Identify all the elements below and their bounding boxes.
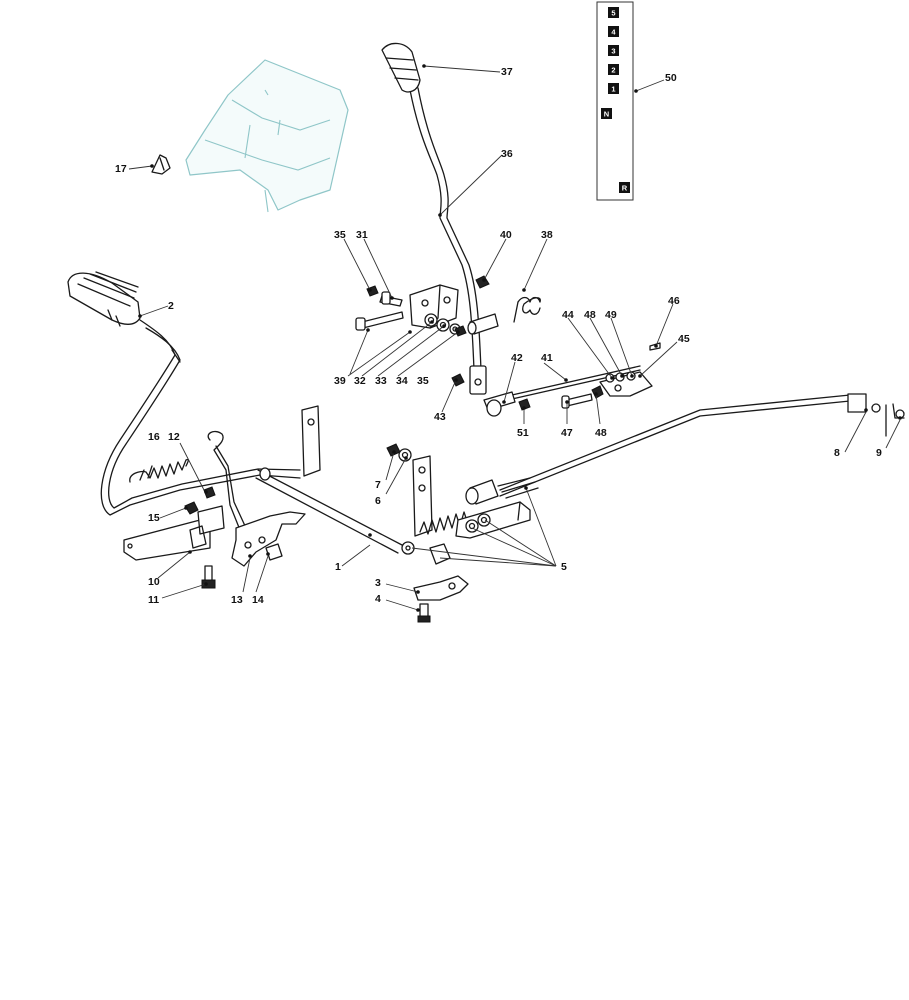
callout-50: 50 [665, 72, 677, 84]
callout-12: 12 [168, 431, 180, 443]
callout-37: 37 [501, 66, 513, 78]
callout-1: 1 [335, 561, 341, 573]
long-rod [497, 394, 851, 499]
rod-end-5 [465, 479, 499, 505]
svg-text:R: R [622, 184, 628, 193]
callout-14: 14 [252, 594, 264, 606]
gear-position-5: 5 [608, 7, 619, 18]
spacer-tube [467, 313, 499, 335]
part-12-nut [203, 486, 216, 499]
gear-position-n: N [601, 108, 612, 119]
callout-42: 42 [511, 352, 523, 364]
part-14-bolt [265, 543, 283, 561]
callout-9: 9 [876, 447, 882, 459]
gear-position-r: R [619, 182, 630, 193]
part-2-pedal [67, 271, 141, 327]
part-39-bolt [355, 311, 404, 331]
callout-35-lower: 35 [417, 375, 429, 387]
switch-plate [189, 505, 225, 549]
rod-bracket-5 [455, 501, 531, 539]
callout-31: 31 [356, 229, 368, 241]
callout-41: 41 [541, 352, 553, 364]
part-15-nut [184, 501, 199, 515]
part-10-bracket [123, 519, 211, 561]
callout-17: 17 [115, 163, 127, 175]
washers-5 [465, 513, 491, 533]
part-42-rod-end [483, 391, 516, 417]
callout-44: 44 [562, 309, 574, 321]
part-48-nut-lower [591, 385, 604, 399]
callout-11: 11 [148, 594, 159, 606]
part-16-spring [129, 458, 189, 483]
pivot-nut [401, 541, 451, 565]
gear-position-4: 4 [608, 26, 619, 37]
callout-38: 38 [541, 229, 553, 241]
lever-bracket [409, 284, 459, 329]
callout-labels: 1 2 3 4 5 6 7 8 9 10 11 12 13 14 15 16 1… [115, 66, 882, 606]
callout-49: 49 [605, 309, 617, 321]
part-38-spring [513, 296, 541, 323]
callout-32: 32 [354, 375, 366, 387]
cross-shaft-upright-right [412, 455, 433, 537]
callout-40: 40 [500, 229, 512, 241]
callout-47: 47 [561, 427, 573, 439]
callout-34: 34 [396, 375, 408, 387]
callout-6: 6 [375, 495, 381, 507]
callout-33: 33 [375, 375, 387, 387]
callout-13: 13 [231, 594, 243, 606]
svg-text:2: 2 [611, 66, 615, 75]
callout-7: 7 [375, 479, 381, 491]
callout-8: 8 [834, 447, 840, 459]
callout-51: 51 [517, 427, 529, 439]
callout-16: 16 [148, 431, 160, 443]
part-9-clip [885, 403, 905, 437]
seat-ghost [185, 59, 349, 213]
part-51-nut [518, 398, 531, 411]
gear-position-3: 3 [608, 45, 619, 56]
part-17-clip [151, 154, 171, 175]
part-37-knob [381, 42, 421, 93]
callout-5: 5 [561, 561, 567, 573]
callout-2: 2 [168, 300, 174, 312]
gear-plate-50: 5 4 3 2 1 N R [596, 1, 634, 201]
part-8-rod-end [847, 393, 881, 413]
callout-15: 15 [148, 512, 160, 524]
svg-text:3: 3 [611, 47, 615, 56]
svg-text:5: 5 [611, 9, 615, 18]
part-1-cross-shaft [255, 467, 403, 554]
pedal-arm [100, 319, 301, 516]
callout-36: 36 [501, 148, 513, 160]
part-3-bracket [413, 575, 469, 601]
callout-46: 46 [668, 295, 680, 307]
gear-position-2: 2 [608, 64, 619, 75]
svg-text:1: 1 [611, 85, 615, 94]
callout-48-lower: 48 [595, 427, 607, 439]
callout-3: 3 [375, 577, 381, 589]
callout-43: 43 [434, 411, 446, 423]
gear-position-1: 1 [608, 83, 619, 94]
part-31-bolt [379, 291, 403, 307]
gear-lever [409, 87, 487, 395]
callout-10: 10 [148, 576, 160, 588]
svg-text:4: 4 [611, 28, 616, 37]
svg-text:N: N [604, 110, 609, 119]
leaders [128, 64, 902, 612]
part-13-bracket [231, 511, 306, 567]
part-4-bolt [417, 603, 431, 623]
part-40-nut [475, 275, 490, 289]
cross-shaft-upright-left [301, 405, 321, 477]
callout-48-top: 48 [584, 309, 596, 321]
callout-4: 4 [375, 593, 381, 605]
part-11-bolt [201, 565, 216, 589]
callout-39: 39 [334, 375, 346, 387]
callout-35-top: 35 [334, 229, 346, 241]
callout-45: 45 [678, 333, 690, 345]
